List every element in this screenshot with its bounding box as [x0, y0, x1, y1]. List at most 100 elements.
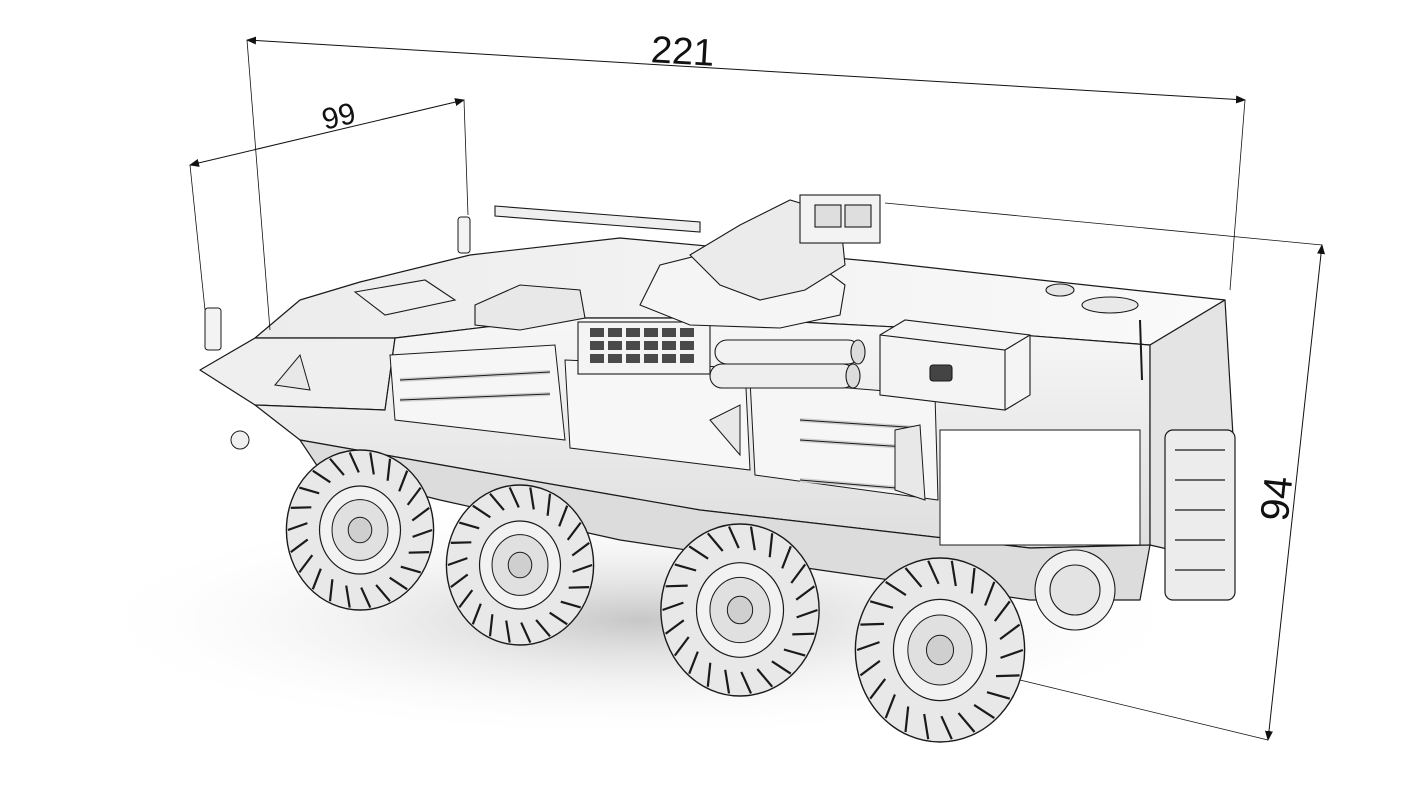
tread-lug — [904, 706, 910, 733]
side-bracket-mid — [709, 404, 741, 457]
tread-lug — [869, 600, 894, 609]
tread-lug — [724, 669, 731, 694]
tread-lug — [535, 619, 551, 638]
sensor-grid — [590, 328, 694, 363]
tread-lug — [571, 542, 590, 557]
tread-lug — [560, 600, 582, 609]
tread-lug — [546, 493, 552, 516]
tow-hook — [230, 430, 250, 450]
ext-line-rear-top — [1229, 99, 1246, 291]
tread-lug — [348, 451, 360, 473]
tread-lug — [749, 526, 756, 551]
tread-lug — [783, 648, 806, 657]
tread-lug — [369, 452, 375, 475]
length-dimension-line — [246, 36, 1246, 104]
tread-lug — [665, 584, 688, 588]
tread-lug — [412, 528, 433, 538]
hub — [925, 634, 955, 666]
tread-lug — [662, 601, 684, 612]
tread-lug — [472, 504, 491, 519]
height-label: 94 — [1253, 474, 1301, 523]
tread-lug — [727, 526, 740, 549]
tread-lug — [970, 567, 976, 594]
tread-lug — [400, 565, 422, 574]
tread-lug — [520, 622, 532, 644]
tread-lug — [508, 486, 520, 508]
hub — [347, 516, 373, 544]
tread-lug — [566, 521, 582, 541]
side-bracket-rear — [894, 424, 926, 501]
side-panel-front — [389, 344, 566, 441]
tread-lug — [558, 505, 569, 527]
dimension-lines — [189, 36, 1326, 741]
tread-lug — [360, 587, 372, 609]
tread-lug — [999, 623, 1021, 640]
antenna — [1139, 319, 1143, 381]
side-bracket-front — [274, 353, 311, 391]
tread-lug — [406, 486, 422, 506]
tread-lug — [529, 487, 535, 510]
wheel-rear-2 — [854, 557, 1026, 743]
ext-line-front-top — [246, 39, 271, 331]
tread-lug — [488, 614, 494, 637]
tread-lug — [869, 678, 887, 700]
tread-lug — [549, 611, 568, 626]
tread-lug — [505, 620, 511, 643]
wheels — [285, 449, 1026, 743]
tread-lug — [375, 584, 391, 603]
tread-lug — [450, 573, 469, 588]
tread-lug — [386, 458, 392, 481]
launcher-tube-lower — [709, 363, 856, 389]
tread-lug — [706, 532, 724, 552]
tread-lug — [311, 568, 322, 590]
tread-lug — [904, 567, 923, 588]
tread-lug — [986, 691, 1011, 700]
tread-lug — [984, 581, 996, 606]
top-equipment — [353, 194, 1143, 631]
tread-lug — [673, 636, 690, 657]
hub — [507, 551, 533, 579]
tread-lug — [957, 712, 976, 733]
rear-hatch-ring — [1081, 296, 1139, 314]
tread-lug — [408, 551, 430, 554]
tread-lug — [489, 492, 505, 511]
tread-lug — [312, 469, 331, 484]
tread-lug — [458, 521, 480, 530]
tread-lug — [923, 713, 930, 740]
wheel-front-2 — [445, 484, 595, 646]
tread-lug — [345, 585, 351, 608]
tread-lug — [795, 585, 816, 601]
tread-lug — [756, 668, 774, 688]
tread-lug — [572, 563, 593, 573]
tread-lug — [290, 506, 312, 509]
side-panel-rear — [749, 379, 939, 501]
tread-lug — [328, 579, 334, 602]
tread-lug — [389, 576, 408, 591]
tread-lug — [287, 522, 308, 532]
tread-lug — [568, 586, 590, 589]
tread-lug — [856, 641, 880, 652]
tread-lug — [329, 457, 345, 476]
launcher-tube-upper — [714, 339, 861, 365]
wheel-rear-1 — [660, 523, 820, 697]
tread-lug — [771, 660, 792, 675]
rear-deck-box — [879, 319, 1031, 411]
tread-lug — [706, 662, 712, 687]
tread-lug — [768, 533, 774, 558]
tread-lug — [450, 541, 472, 544]
tread-lug — [796, 608, 818, 619]
tread-lug — [298, 554, 314, 574]
tread-lug — [860, 622, 885, 626]
tread-lug — [398, 470, 409, 492]
hatch-front — [474, 284, 586, 331]
tread-lug — [688, 545, 709, 560]
tread-lug — [411, 507, 430, 522]
tread-lug — [471, 603, 482, 625]
hub — [726, 595, 754, 625]
tread-lug — [790, 563, 807, 584]
rear-stowage-box — [1164, 429, 1236, 601]
tread-lug — [674, 563, 697, 572]
ext-line-width-right — [463, 99, 469, 216]
